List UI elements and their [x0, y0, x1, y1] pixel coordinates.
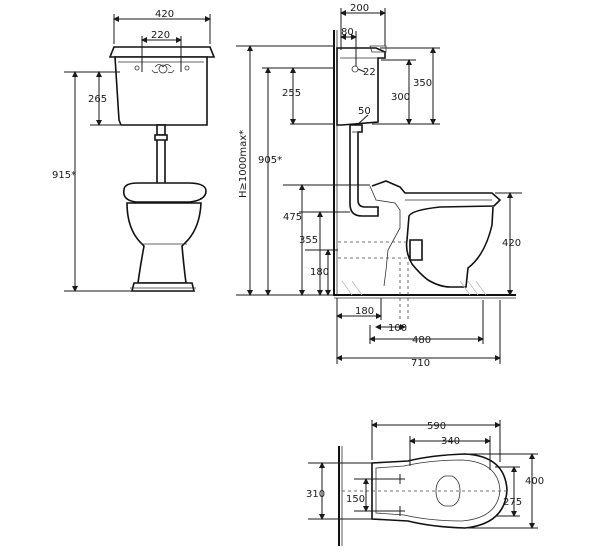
- floor-hatch: [341, 280, 487, 296]
- toilet-bowl: [126, 202, 202, 284]
- dim-255: 255: [282, 88, 301, 99]
- dim-50: 50: [358, 106, 371, 117]
- fixing-points-icon: [395, 474, 405, 516]
- dim-590: 590: [427, 421, 446, 432]
- dim-180-vertical: 180: [310, 267, 329, 278]
- dim-355: 355: [299, 235, 318, 246]
- dim-475: 475: [283, 212, 302, 223]
- dim-905: 905*: [258, 155, 282, 166]
- dim-150: 150: [346, 494, 365, 505]
- flush-pipe: [156, 124, 166, 136]
- dim-overall-height: 915*: [52, 170, 76, 181]
- dim-tank-width: 420: [155, 9, 174, 20]
- front-view: 420 220 265 915*: [52, 9, 216, 292]
- dim-340: 340: [441, 436, 460, 447]
- dim-180-horizontal: 180: [355, 306, 374, 317]
- dim-350: 350: [413, 78, 432, 89]
- ornament-icon: [134, 64, 190, 74]
- dim-tank-height: 265: [88, 94, 107, 105]
- toilet-seat: [122, 182, 207, 203]
- plan-view: 590 340 400 275 310 150: [306, 420, 544, 546]
- plan-seat-opening: [435, 475, 461, 507]
- dim-400: 400: [525, 476, 544, 487]
- dim-300: 300: [391, 92, 410, 103]
- tank-lid: [108, 46, 216, 58]
- side-view: 200 80 22 350 300 255 50 905* H≥1000max*…: [236, 3, 522, 369]
- dim-480: 480: [412, 335, 431, 346]
- dim-420: 420: [502, 238, 521, 249]
- side-bowl: [371, 180, 502, 288]
- dim-200: 200: [350, 3, 369, 14]
- cistern: [114, 56, 208, 126]
- dim-tank-inner: 220: [151, 30, 170, 41]
- dim-710: 710: [411, 358, 430, 369]
- dim-80: 80: [341, 27, 354, 38]
- dim-275: 275: [503, 497, 522, 508]
- dim-h-1000: H≥1000max*: [238, 130, 249, 198]
- dim-100: 100: [388, 323, 407, 334]
- dim-22: 22: [363, 67, 376, 78]
- dim-310: 310: [306, 489, 325, 500]
- side-flush-pipe: [349, 124, 379, 217]
